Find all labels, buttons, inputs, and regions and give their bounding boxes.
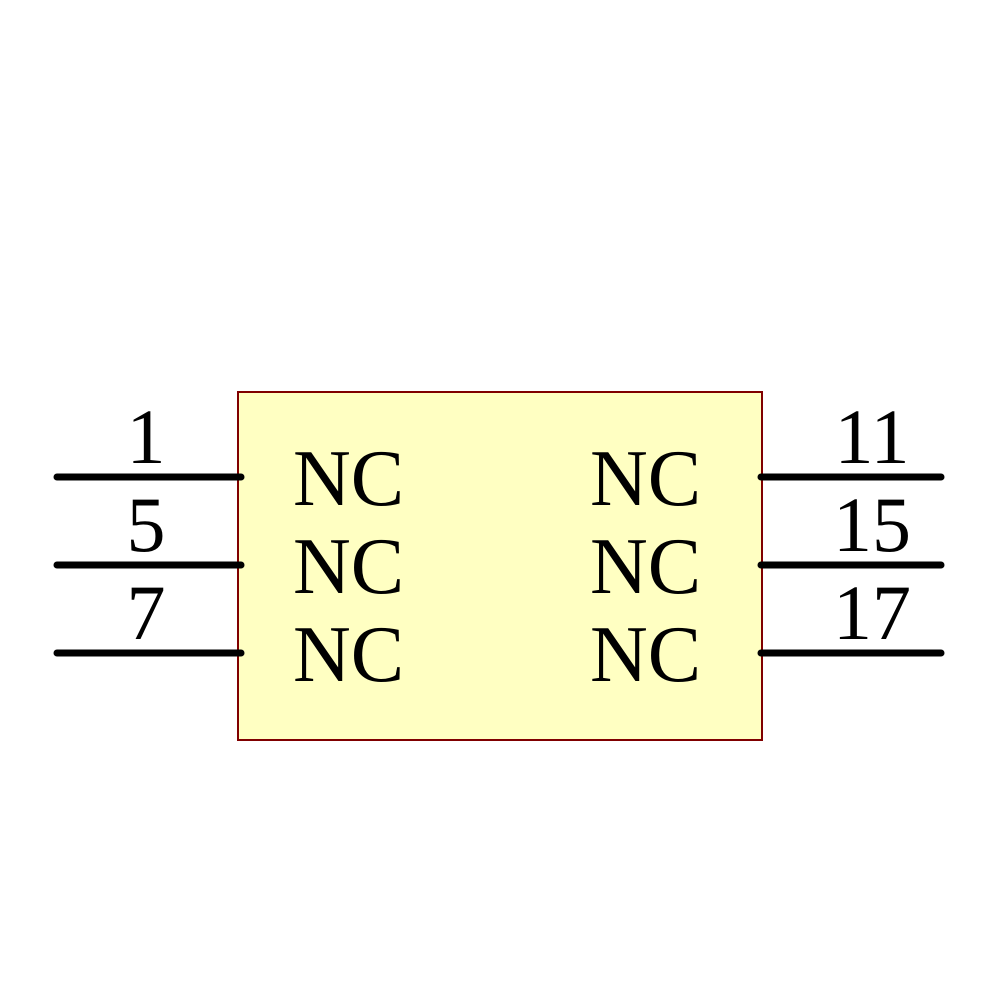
pin-name-right-11: NC <box>590 435 701 523</box>
pin-number-left-7: 7 <box>127 569 166 656</box>
pin-number-right-15: 15 <box>833 481 911 568</box>
pin-name-left-7: NC <box>293 611 404 699</box>
pin-number-right-11: 11 <box>834 393 909 480</box>
pin-number-right-17: 17 <box>833 569 911 656</box>
pin-name-left-5: NC <box>293 523 404 611</box>
pin-number-left-1: 1 <box>127 393 166 480</box>
pin-name-right-15: NC <box>590 523 701 611</box>
pin-number-left-5: 5 <box>127 481 166 568</box>
pin-name-right-17: NC <box>590 611 701 699</box>
pin-name-left-1: NC <box>293 435 404 523</box>
component-body <box>237 391 763 741</box>
